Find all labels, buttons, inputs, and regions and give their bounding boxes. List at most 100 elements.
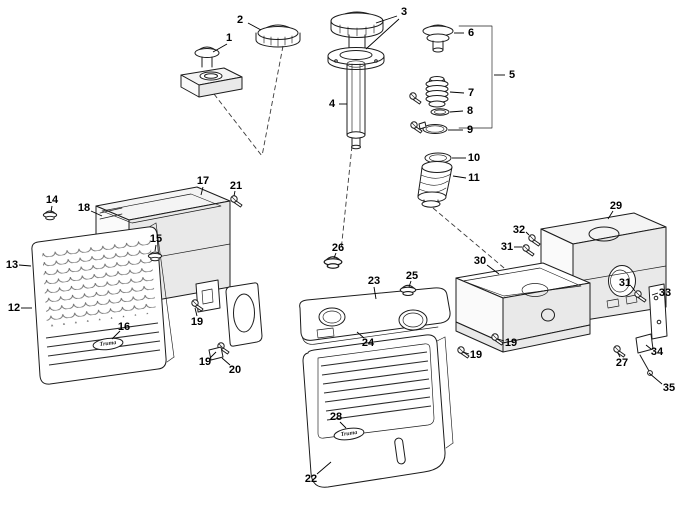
viewing-slot (394, 437, 406, 465)
brand-logo-text: Truma (340, 430, 357, 438)
part-number-19: 19 (191, 316, 203, 328)
part-number-8: 8 (467, 105, 473, 117)
part-23-top-cover (299, 287, 451, 345)
part-number-12: 12 (8, 302, 20, 314)
part-35-pin (639, 354, 653, 376)
callout-leader-line (449, 110, 464, 113)
callout-leader-line (90, 210, 103, 217)
part-number-10: 10 (468, 152, 480, 164)
part-number-1: 1 (226, 32, 232, 44)
part-26-knob (323, 256, 343, 269)
callout-leader-line (462, 351, 470, 355)
callout-leader-line (212, 43, 228, 53)
part-8-gasket-ring (430, 108, 450, 116)
part-number-6: 6 (468, 27, 474, 39)
callout-leader-line (209, 351, 217, 359)
part-number-28: 28 (330, 411, 342, 423)
part-number-29: 29 (610, 200, 622, 212)
callout-leader-line (194, 307, 198, 317)
part-12-front-grille-panel: Truma (31, 222, 175, 385)
part-number-24: 24 (362, 337, 375, 349)
callout-leader-line (617, 352, 621, 358)
brand-logo-badge: Truma (92, 337, 124, 351)
callout-leader-line (651, 292, 659, 296)
part-number-9: 9 (467, 124, 473, 136)
callout-leader-line (154, 244, 157, 252)
part-30-mounting-tray (455, 262, 591, 353)
callout-leader-line (408, 280, 412, 288)
part-number-15: 15 (150, 233, 162, 245)
callout-leader-line (630, 285, 636, 292)
part-3-chimney-cowl (327, 11, 385, 70)
part-number-27: 27 (616, 357, 628, 369)
callout-leader-line (221, 357, 231, 366)
callout-leader-line (449, 91, 465, 94)
callout-leader-line (200, 186, 204, 196)
callout-leader-line (18, 264, 32, 267)
part-number-31: 31 (501, 241, 513, 253)
part-number-35: 35 (663, 382, 675, 394)
callout-leader-line (525, 231, 530, 236)
screw-icon (522, 244, 535, 257)
callout-leader-line (247, 22, 262, 31)
part-2-vent-cap (255, 24, 301, 48)
callout-leader-line (333, 252, 337, 259)
callout-leader-line (111, 330, 121, 340)
part-number-30: 30 (474, 255, 486, 267)
part-34-bracket (635, 333, 654, 354)
part-11-exhaust-duct (417, 161, 453, 208)
part-number-34: 34 (651, 346, 664, 358)
part-9-clamp (418, 121, 448, 134)
part-number-4: 4 (329, 98, 336, 110)
part-number-7: 7 (468, 87, 474, 99)
callout-leader-line (648, 372, 663, 385)
part-10-ring (424, 152, 452, 164)
callout-leader-line (356, 331, 365, 339)
callout-leader-line (339, 421, 347, 429)
side-panel-oval-opening (225, 282, 263, 347)
part-number-11: 11 (468, 172, 480, 184)
callout-leader-line (607, 210, 614, 220)
callout-leader-line (365, 18, 400, 50)
callout-leader-line (486, 264, 500, 275)
alignment-dashed-lines (213, 45, 530, 290)
part-number-16: 16 (118, 321, 130, 333)
part-number-21: 21 (230, 180, 242, 192)
callout-leader-line (645, 344, 652, 350)
part-number-25: 25 (406, 270, 418, 282)
brand-logo-text: Truma (99, 340, 116, 348)
part-number-31: 31 (619, 277, 631, 289)
part-number-26: 26 (332, 242, 344, 254)
part-number-5: 5 (509, 69, 515, 81)
part-1-roof-cowl-with-plate (180, 46, 243, 98)
scalloped-vent-area (42, 236, 156, 327)
part-number-33: 33 (659, 287, 671, 299)
part-20-bracket (208, 346, 224, 361)
part-number-14: 14 (46, 194, 59, 206)
callout-leader-line (50, 205, 53, 213)
part-number-32: 32 (513, 224, 525, 236)
callout-labels-layer: 1234567891011121314151617181919202122232… (6, 6, 675, 485)
part-number-23: 23 (368, 275, 380, 287)
screw-icon (230, 195, 243, 208)
part-14-cap (42, 210, 58, 221)
part-number-2: 2 (237, 14, 243, 26)
part-4-flue-pipe (346, 60, 366, 150)
part-number-19: 19 (199, 356, 211, 368)
part-22-front-casing: Truma (302, 334, 454, 488)
part-number-20: 20 (229, 364, 241, 376)
callout-leader-line (375, 15, 398, 24)
callout-bracket-5 (458, 25, 493, 129)
callout-leader-line (497, 338, 505, 342)
part-number-19: 19 (470, 349, 482, 361)
part-number-17: 17 (197, 175, 209, 187)
callout-leader-line (452, 175, 467, 179)
part-33-side-plate (648, 283, 668, 340)
callout-leader-line (373, 286, 377, 300)
part-number-22: 22 (305, 473, 317, 485)
screw-icon (528, 234, 541, 247)
part-number-13: 13 (6, 259, 18, 271)
part-number-18: 18 (78, 202, 90, 214)
